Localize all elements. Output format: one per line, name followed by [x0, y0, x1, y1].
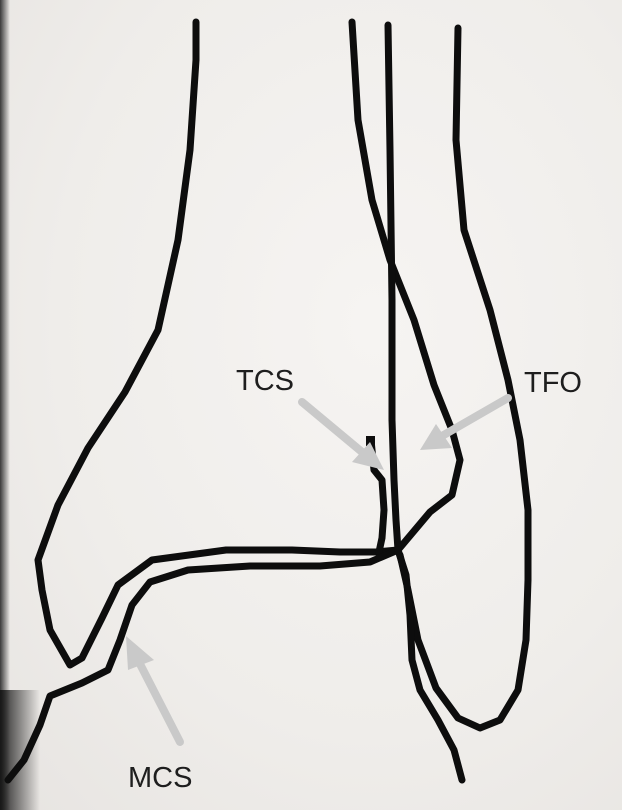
mcs-label: MCS [128, 762, 192, 794]
tfo-label: TFO [524, 367, 582, 399]
mcs-arrow [126, 636, 180, 742]
fibula-outline [400, 28, 528, 728]
fibula-medial-line [388, 25, 398, 550]
tcs-label: TCS [236, 365, 294, 397]
tibia-lateral-line [352, 22, 460, 550]
tfo-arrow [420, 398, 508, 450]
